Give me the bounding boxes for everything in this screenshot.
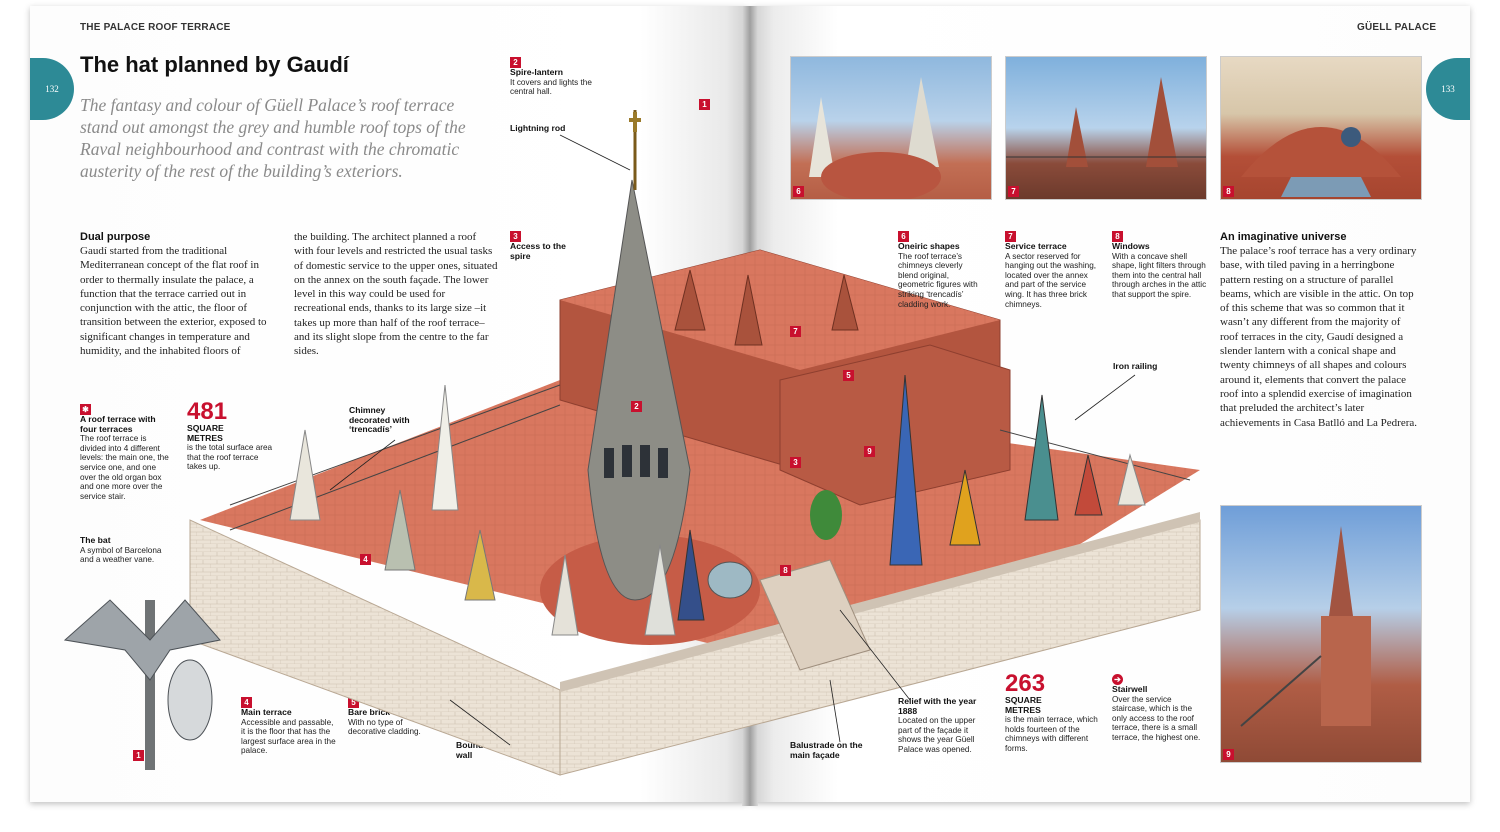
bat-weather-vane xyxy=(63,599,221,770)
stat-text: is the total surface area that the roof … xyxy=(187,443,273,472)
photo-window: 8 xyxy=(1220,56,1422,200)
marker-4: 4 xyxy=(360,554,371,565)
photo-marker: 7 xyxy=(1008,186,1019,197)
photo-marker: 8 xyxy=(1223,186,1234,197)
label-text: With a concave shell shape, light filter… xyxy=(1112,251,1207,299)
marker: 8 xyxy=(1112,231,1123,242)
label-text: Accessible and passable, it is the floor… xyxy=(241,717,336,756)
label-chimney-trencadis: Chimney decorated with ‘trencadís’ xyxy=(349,405,424,435)
body-column-1: Gaudí started from the traditional Medit… xyxy=(80,245,267,358)
label-roof-terrace: ✱ A roof terrace with four terraces The … xyxy=(80,404,172,501)
label-text: A symbol of Barcelona and a weather vane… xyxy=(80,545,162,565)
lead-paragraph: The fantasy and colour of Güell Palace’s… xyxy=(80,95,466,181)
stat-value: 481 xyxy=(187,398,228,425)
leader-lines xyxy=(329,134,1136,746)
marker-1-spire-top: 1 xyxy=(699,99,710,110)
marker: 5 xyxy=(348,697,359,708)
marker-9: 9 xyxy=(864,446,875,457)
marker: 7 xyxy=(1005,231,1016,242)
photo-marker: 6 xyxy=(793,186,804,197)
stat-263: 263 SQUARE METRES is the main terrace, w… xyxy=(1005,672,1100,753)
spire-windows xyxy=(604,445,668,478)
label-lightning-rod: Lightning rod xyxy=(510,123,590,134)
label-main-terrace: 4 Main terrace Accessible and passable, … xyxy=(241,697,338,756)
marker: 2 xyxy=(510,57,521,68)
stat-unit: SQUARE METRES xyxy=(187,423,224,443)
label-title: Lightning rod xyxy=(510,123,566,133)
marker: 3 xyxy=(510,231,521,242)
marker-8: 8 xyxy=(780,565,791,576)
stat-481: 481 SQUARE METRES is the total surface a… xyxy=(187,400,279,472)
iron-railing xyxy=(229,384,1191,531)
label-text: The roof terrace is divided into 4 diffe… xyxy=(80,434,169,501)
marker-2: 2 xyxy=(631,401,642,412)
label-title: Windows xyxy=(1112,241,1150,251)
annex-block xyxy=(779,344,1011,506)
label-title: Boundary wall xyxy=(456,740,497,760)
label-title: Balustrade on the main façade xyxy=(790,740,863,760)
label-text: Over the service staircase, which is the… xyxy=(1112,694,1201,742)
label-text: With no type of decorative cladding. xyxy=(348,717,421,737)
label-title: Access to the spire xyxy=(510,241,566,261)
label-title: Service terrace xyxy=(1005,241,1067,251)
label-title: Main terrace xyxy=(241,707,292,717)
spire-lantern xyxy=(587,179,691,601)
label-text: A sector reserved for hanging out the wa… xyxy=(1005,251,1097,309)
arrow-marker: ➔ xyxy=(1112,674,1123,685)
label-oneiric-shapes: 6 Oneiric shapes The roof terrace’s chim… xyxy=(898,231,980,309)
label-title: A roof terrace with four terraces xyxy=(80,414,156,434)
balustrade-top xyxy=(560,512,1200,692)
service-terrace-roof xyxy=(560,250,1000,370)
label-balustrade: Balustrade on the main façade xyxy=(790,740,882,760)
section-heading-imaginative-universe: An imaginative universe xyxy=(1220,231,1347,243)
marker-3: 3 xyxy=(790,457,801,468)
label-windows: 8 Windows With a concave shell shape, li… xyxy=(1112,231,1207,300)
marker-5: 5 xyxy=(843,370,854,381)
stat-unit: SQUARE METRES xyxy=(1005,695,1042,715)
photo-service-terrace: 7 xyxy=(1005,56,1207,200)
label-boundary-wall: Boundary wall xyxy=(456,740,506,760)
label-text: Located on the upper part of the façade … xyxy=(898,716,976,754)
label-title: Chimney decorated with ‘trencadís’ xyxy=(349,405,410,435)
label-title: Relief with the year 1888 xyxy=(898,696,977,716)
marker: 6 xyxy=(898,231,909,242)
label-relief-1888: Relief with the year 1888 Located on the… xyxy=(898,696,990,755)
stat-value: 263 xyxy=(1005,670,1046,697)
photo-marker: 9 xyxy=(1223,749,1234,760)
stat-text: is the main terrace, which holds fourtee… xyxy=(1005,715,1098,753)
section-heading-dual-purpose: Dual purpose xyxy=(80,231,151,243)
dome-window xyxy=(707,561,753,599)
label-bat: The bat A symbol of Barcelona and a weat… xyxy=(80,535,175,565)
asterisk-marker: ✱ xyxy=(80,404,91,415)
photo-stairwell: 9 xyxy=(1220,505,1422,763)
page-title: The hat planned by Gaudí xyxy=(80,52,349,77)
label-title: Stairwell xyxy=(1112,684,1148,694)
staircase xyxy=(759,559,871,671)
label-service-terrace: 7 Service terrace A sector reserved for … xyxy=(1005,231,1100,309)
label-iron-railing: Iron railing xyxy=(1113,361,1183,372)
photo-chimneys: 6 xyxy=(790,56,992,200)
left-running-header: THE PALACE ROOF TERRACE xyxy=(80,22,231,33)
label-spire-lantern: 2 Spire-lantern It covers and lights the… xyxy=(510,57,600,97)
body-column-2: the building. The architect planned a ro… xyxy=(294,231,498,358)
label-text: The roof terrace’s chimneys cleverly ble… xyxy=(898,251,978,309)
marker: 4 xyxy=(241,697,252,708)
marker-7: 7 xyxy=(790,326,801,337)
chimneys xyxy=(289,269,1146,636)
spire-cross xyxy=(629,112,641,132)
label-title: Oneiric shapes xyxy=(898,241,960,251)
label-title: The bat xyxy=(80,535,111,545)
marker-1-bat: 1 xyxy=(133,750,144,761)
label-stairwell: ➔ Stairwell Over the service staircase, … xyxy=(1112,674,1207,743)
right-body-text: The palace’s roof terrace has a very ord… xyxy=(1220,245,1418,429)
right-page-number: 133 xyxy=(1426,58,1470,120)
label-title: Iron railing xyxy=(1113,361,1158,371)
label-text: It covers and lights the central hall. xyxy=(510,77,592,97)
right-running-header: GÜELL PALACE xyxy=(1357,22,1437,33)
label-title: Spire-lantern xyxy=(510,67,564,77)
label-access-spire: 3 Access to the spire xyxy=(510,231,570,261)
